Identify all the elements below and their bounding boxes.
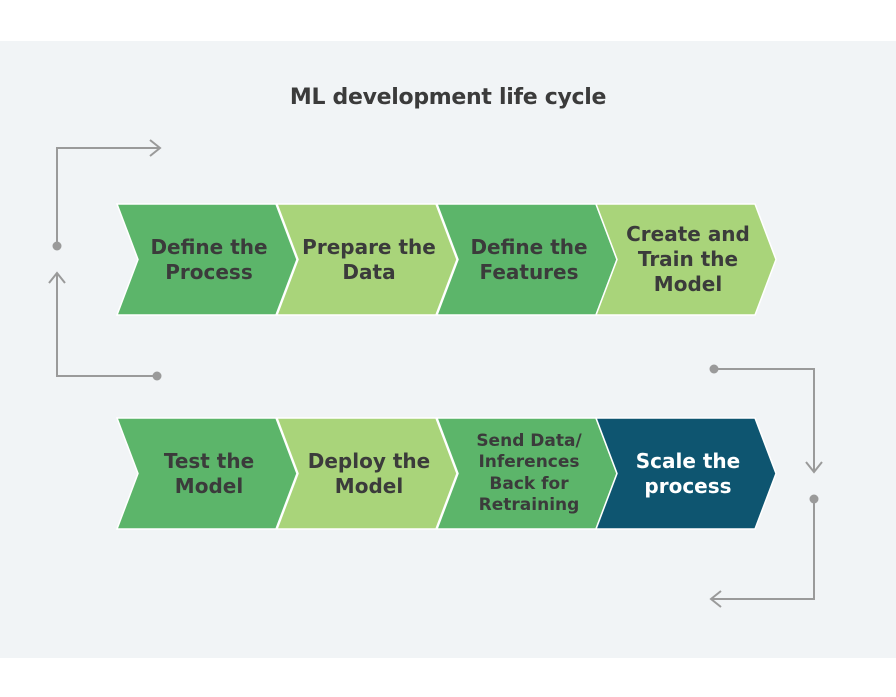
right-loop-bottom-arrowhead (709, 590, 722, 608)
left-loop-top-arrowhead (149, 139, 162, 157)
loop-connectors (48, 139, 823, 608)
step-chevron-8 (594, 417, 777, 530)
step-label-4: Create and Train the Model (617, 204, 759, 315)
right-loop-bottom-line (711, 499, 815, 600)
step-text-8: Scale the process (635, 448, 741, 498)
step-text-1: Define the Process (150, 234, 268, 284)
diagram-background (0, 41, 896, 658)
step-chevron-6 (275, 417, 458, 530)
step-chevron-1 (115, 203, 298, 316)
left-loop-bottom-arrowhead (48, 271, 66, 284)
left-loop-bottom-dot (152, 371, 162, 381)
step-label-8: Scale the process (617, 418, 759, 529)
step-label-1: Define the Process (138, 204, 280, 315)
step-text-3: Define the Features (470, 234, 588, 284)
left-loop-top-line (56, 147, 160, 246)
step-text-6: Deploy the Model (307, 448, 431, 498)
step-chevron-2 (275, 203, 458, 316)
step-label-7: Send Data/ Inferences Back for Retrainin… (458, 418, 600, 529)
step-text-4: Create and Train the Model (626, 222, 750, 296)
step-label-5: Test the Model (138, 418, 280, 529)
step-chevron-4 (594, 203, 777, 316)
left-loop-top-dot (52, 241, 62, 251)
right-loop-top-line (714, 368, 815, 472)
step-text-5: Test the Model (163, 448, 255, 498)
step-label-6: Deploy the Model (298, 418, 440, 529)
step-text-2: Prepare the Data (302, 234, 436, 284)
right-loop-top-arrowhead (805, 461, 823, 474)
step-label-3: Define the Features (458, 204, 600, 315)
step-chevron-5 (115, 417, 298, 530)
right-loop-bottom-dot (809, 494, 819, 504)
step-text-7: Send Data/ Inferences Back for Retrainin… (476, 431, 582, 515)
left-loop-bottom-line (56, 273, 157, 377)
diagram-title: ML development life cycle (289, 85, 607, 110)
step-label-2: Prepare the Data (298, 204, 440, 315)
right-loop-top-dot (709, 364, 719, 374)
